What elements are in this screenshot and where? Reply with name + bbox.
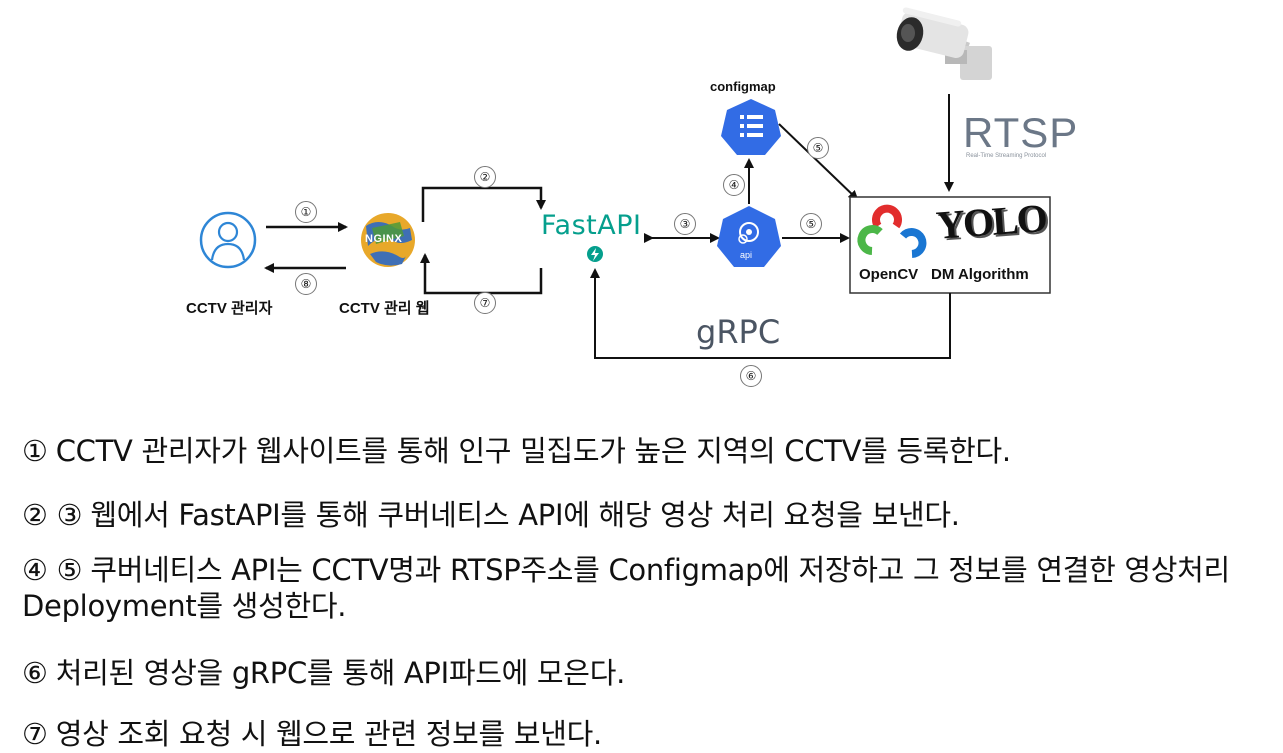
nginx-icon <box>361 213 415 267</box>
kubernetes-api-icon <box>717 206 781 267</box>
rtsp-subtitle: Real-Time Streaming Protocol <box>966 153 1047 159</box>
arrow-5a <box>778 123 859 201</box>
step-marker: ⑤ <box>807 137 829 159</box>
description-text: 영상 조회 요청 시 웹으로 관련 정보를 보낸다. <box>55 717 602 751</box>
arrow-2 <box>421 186 546 222</box>
step-marker: ⑦ <box>474 292 496 314</box>
arrow-7 <box>420 253 543 295</box>
cctv-camera-icon <box>896 7 992 80</box>
step-marker: ① <box>295 201 317 223</box>
step-marker-text: ⑥ <box>22 656 48 690</box>
step-marker-text: ⑦ <box>22 717 48 751</box>
yolo-logo: YOLO <box>934 195 1048 248</box>
architecture-diagram: CCTV 관리자 CCTV 관리 웹 NGINX FastAPI api con… <box>186 7 1079 387</box>
opencv-icon <box>857 204 927 258</box>
fastapi-logo-text: FastAPI <box>541 210 642 241</box>
user-icon <box>199 211 257 269</box>
algorithm-label: DM Algorithm <box>931 266 1029 283</box>
configmap-label: configmap <box>710 79 776 94</box>
description-text: 처리된 영상을 gRPC를 통해 API파드에 모은다. <box>55 656 626 690</box>
arrow-6 <box>590 268 951 359</box>
web-label: CCTV 관리 웹 <box>339 300 430 317</box>
fastapi-bolt-icon <box>587 246 603 262</box>
configmap-icon <box>721 99 781 155</box>
diagram-canvas <box>199 7 1051 359</box>
description-text: 웹에서 FastAPI를 통해 쿠버네티스 API에 해당 영상 처리 요청을 … <box>90 498 960 532</box>
step-marker-text: ② ③ <box>22 498 83 532</box>
description-text: CCTV 관리자가 웹사이트를 통해 인구 밀집도가 높은 지역의 CCTV를 … <box>55 434 1011 468</box>
step-marker: ⑤ <box>800 213 822 235</box>
step-marker-text: ① <box>22 434 48 468</box>
rtsp-logo-text: RTSP <box>963 109 1079 156</box>
api-text: api <box>740 250 753 260</box>
step-marker: ② <box>474 166 496 188</box>
step-marker: ⑥ <box>740 365 762 387</box>
grpc-logo-text: gRPC <box>696 313 781 351</box>
description-text: 쿠버네티스 API는 CCTV명과 RTSP주소를 Configmap에 저장하… <box>22 553 1230 623</box>
step-marker: ③ <box>674 213 696 235</box>
step-marker-text: ④ ⑤ <box>22 553 83 587</box>
step-marker: ④ <box>723 174 745 196</box>
nginx-text: NGINX <box>365 233 403 245</box>
admin-label: CCTV 관리자 <box>186 300 273 317</box>
step-marker: ⑧ <box>295 273 317 295</box>
opencv-label: OpenCV <box>859 266 919 283</box>
